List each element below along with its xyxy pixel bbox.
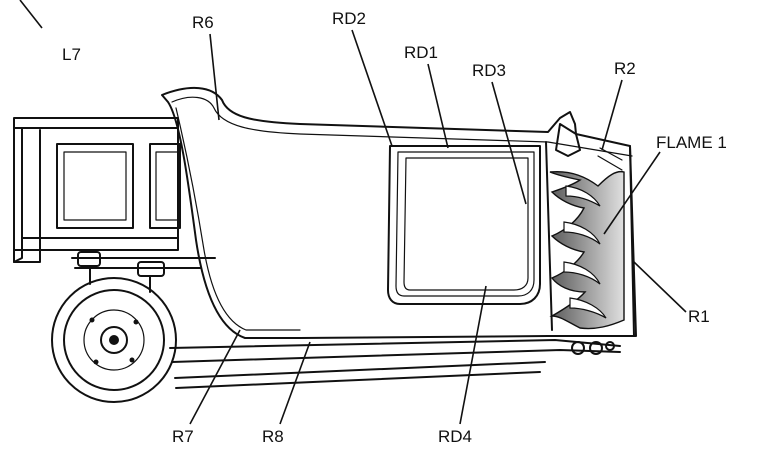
leader-l7 bbox=[19, 0, 43, 29]
truck-bed bbox=[13, 117, 181, 263]
label-rd2: RD2 bbox=[332, 9, 366, 28]
leader-r1 bbox=[633, 261, 687, 313]
label-rd1: RD1 bbox=[404, 43, 438, 62]
leader-r8 bbox=[279, 341, 311, 425]
label-rd3: RD3 bbox=[472, 61, 506, 80]
leader-rd4 bbox=[459, 285, 487, 425]
label-l7: L7 bbox=[62, 45, 81, 64]
label-r7: R7 bbox=[172, 427, 194, 446]
leader-rd2 bbox=[351, 29, 393, 147]
label-r1: R1 bbox=[688, 307, 710, 326]
lower-frame bbox=[169, 339, 621, 389]
leader-r2 bbox=[601, 79, 623, 151]
label-r6: R6 bbox=[192, 13, 214, 32]
cowl-edge bbox=[555, 123, 635, 337]
label-rd4: RD4 bbox=[438, 427, 472, 446]
leader-r6 bbox=[209, 33, 220, 121]
body-panel bbox=[161, 86, 637, 339]
flame-graphic bbox=[549, 170, 625, 330]
label-flame1: FLAME 1 bbox=[656, 133, 727, 152]
part-labels: L7 R6 RD2 RD1 RD3 R2 FLAME 1 R1 R7 R8 RD… bbox=[62, 9, 727, 446]
leader-lines bbox=[189, 29, 687, 425]
label-r2: R2 bbox=[614, 59, 636, 78]
label-r8: R8 bbox=[262, 427, 284, 446]
leader-r7 bbox=[189, 329, 241, 425]
rear-suspension bbox=[71, 251, 216, 293]
rear-wheel bbox=[51, 277, 177, 403]
leader-flame1 bbox=[603, 151, 661, 235]
leader-rd3 bbox=[491, 81, 527, 205]
leader-rd1 bbox=[427, 63, 449, 149]
